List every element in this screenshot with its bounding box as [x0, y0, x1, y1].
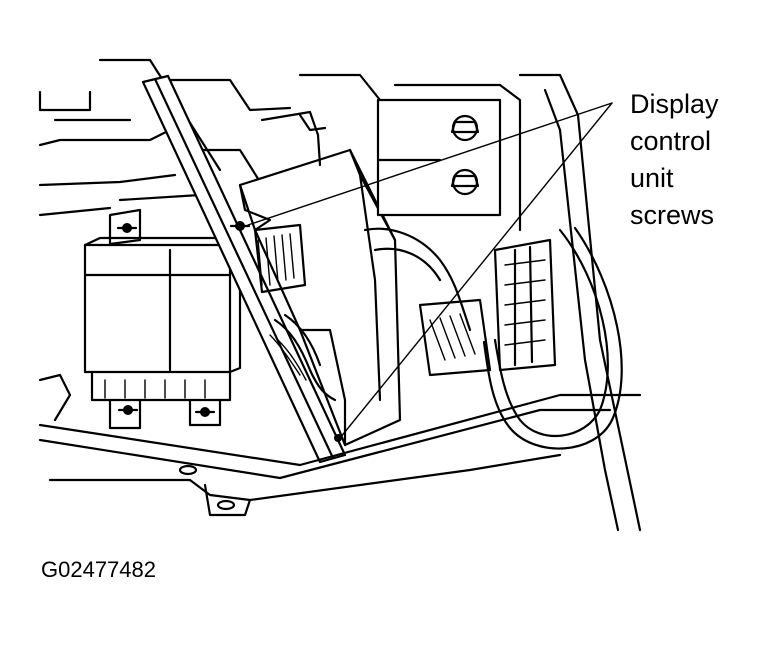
display-control-unit-screws-label: Display control unit screws — [630, 86, 760, 234]
display-control-unit — [238, 110, 402, 447]
callout-line-3: unit — [630, 163, 674, 193]
wiring-harness — [269, 227, 492, 402]
bolt-lower — [450, 168, 480, 196]
bolt-upper — [450, 114, 480, 142]
display-screw-upper — [229, 221, 251, 231]
relay-screw-bottom-left — [117, 405, 139, 415]
callout-line-4: screws — [630, 200, 715, 230]
connector-cluster — [493, 238, 557, 372]
upper-left-housing — [38, 58, 382, 217]
callout-line-2: control — [630, 126, 712, 156]
relay-screw-top — [116, 223, 138, 233]
callout-line-1: Display — [630, 89, 719, 119]
lower-crossmember — [38, 373, 642, 517]
display-screw-lower — [334, 434, 342, 442]
figure-id: G02477482 — [41, 557, 156, 582]
diagonal-brace — [141, 74, 347, 464]
relay-module — [83, 208, 242, 430]
relay-screw-bottom-right — [194, 407, 216, 417]
callout-leader-lines — [247, 102, 613, 439]
